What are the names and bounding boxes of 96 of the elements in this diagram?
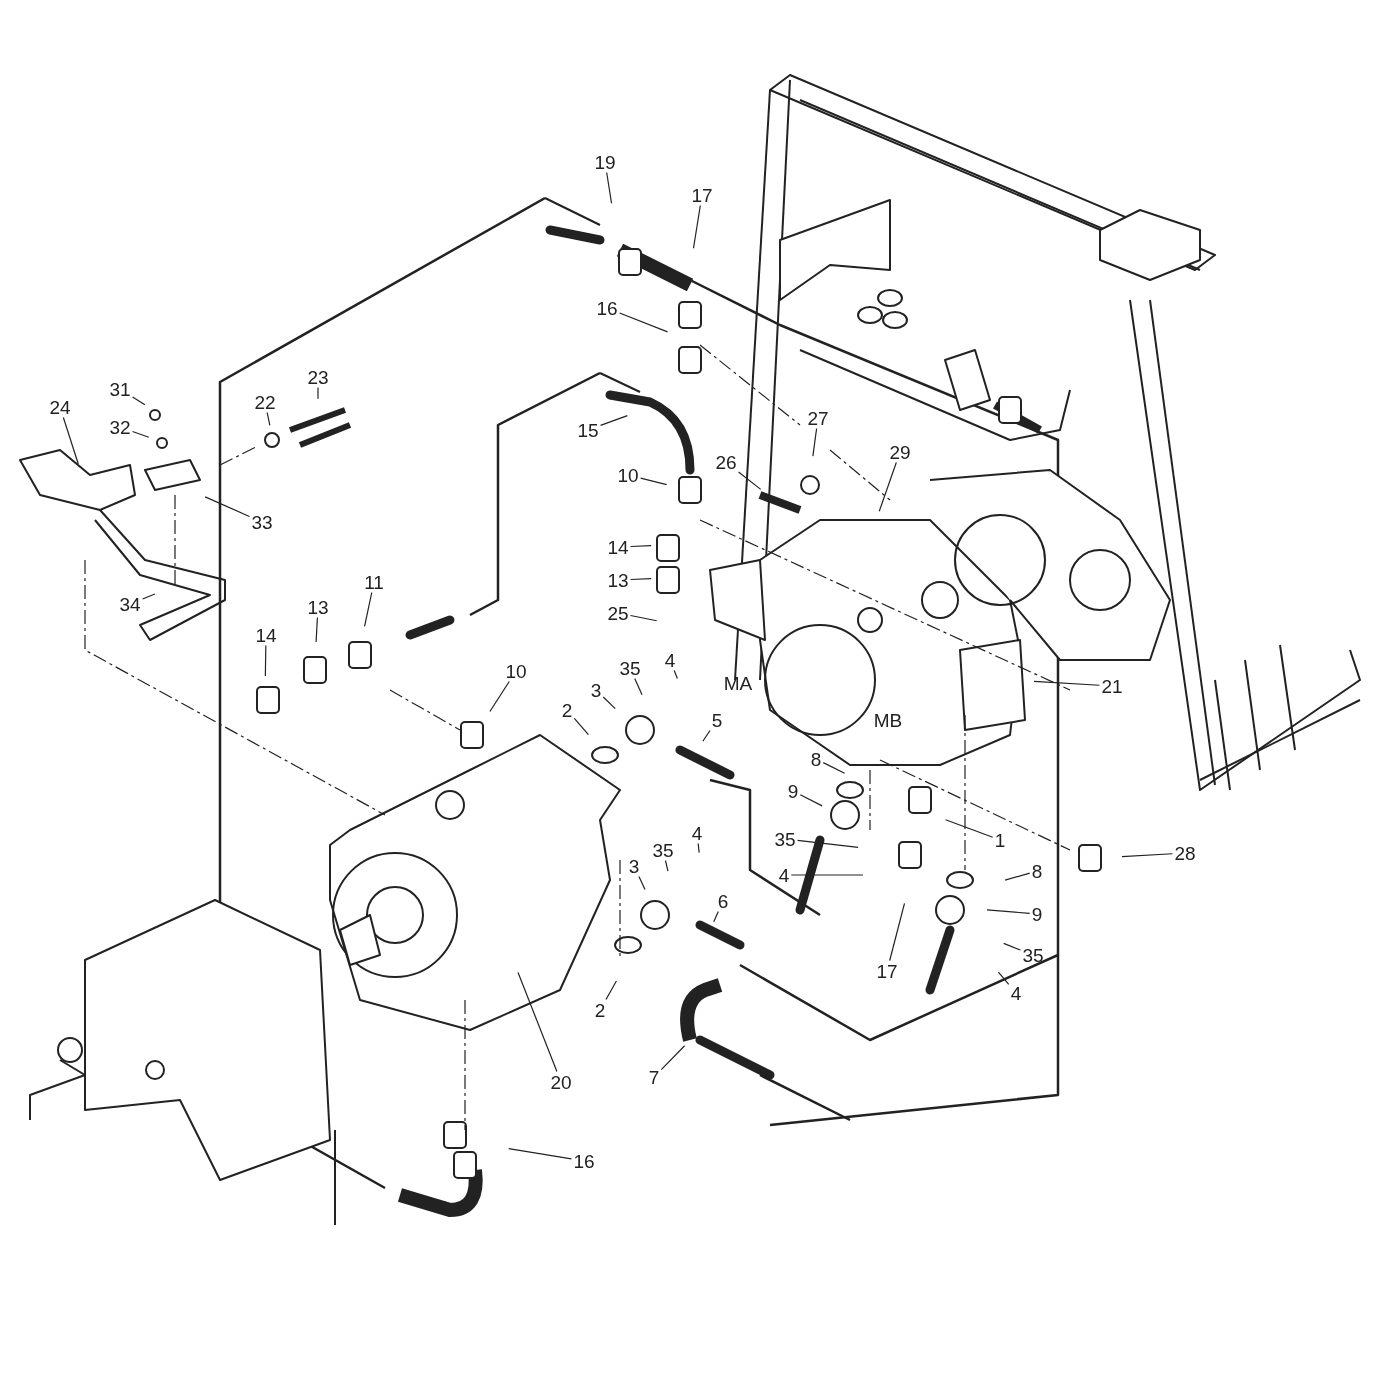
leader-line	[1004, 872, 1031, 881]
leader-line	[1121, 853, 1174, 858]
leader-line	[315, 616, 319, 643]
callout-number: 35	[1020, 944, 1046, 966]
callout-number: 13	[305, 596, 331, 618]
leader-line	[660, 1045, 686, 1071]
callout-number: 29	[887, 441, 913, 463]
leader-line	[713, 910, 719, 923]
leader-line	[822, 762, 846, 774]
leader-line	[266, 411, 271, 427]
callout-number: 4	[689, 822, 705, 844]
callout-number: 15	[575, 419, 601, 441]
callout-number: 4	[662, 649, 678, 671]
leader-line	[790, 874, 864, 876]
leader-line	[702, 729, 711, 742]
leader-line	[945, 819, 994, 838]
callout-number: 16	[594, 297, 620, 319]
callout-number: 9	[785, 780, 801, 802]
callout-number: 13	[605, 569, 631, 591]
leader-line	[878, 461, 897, 512]
callout-number: 10	[615, 464, 641, 486]
callout-number: 19	[592, 151, 618, 173]
leader-line	[489, 680, 510, 713]
leader-line	[131, 430, 150, 438]
callout-number: 20	[548, 1071, 574, 1093]
leader-line	[602, 696, 616, 710]
leader-line	[605, 980, 618, 1001]
callout-number: 35	[772, 828, 798, 850]
leader-line	[62, 416, 79, 465]
leader-line	[363, 591, 373, 628]
leader-line	[997, 971, 1010, 985]
callout-number: 27	[805, 407, 831, 429]
leader-line	[629, 614, 658, 622]
leader-line	[638, 875, 646, 891]
callout-number: 35	[650, 839, 676, 861]
callout-number: 24	[47, 396, 73, 418]
callout-number: 6	[715, 890, 731, 912]
leader-line	[737, 471, 762, 490]
callout-number: 32	[107, 416, 133, 438]
callout-number: 28	[1172, 842, 1198, 864]
leader-line	[618, 312, 669, 333]
callout-number: 21	[1099, 675, 1125, 697]
callout-number: 4	[1008, 982, 1024, 1004]
port-label: MB	[872, 709, 904, 731]
leader-line	[986, 909, 1031, 914]
leader-line	[692, 204, 701, 249]
callout-number: 3	[588, 679, 604, 701]
callout-number: 26	[713, 451, 739, 473]
callout-number: 5	[709, 709, 725, 731]
leader-line	[673, 669, 678, 680]
callout-number: 4	[776, 864, 792, 886]
leader-line	[131, 396, 146, 406]
callout-number: 14	[605, 536, 631, 558]
callout-number: 8	[1029, 860, 1045, 882]
port-label: MA	[722, 672, 754, 694]
leader-line	[799, 794, 823, 807]
callout-number: 35	[617, 657, 643, 679]
leader-line	[573, 717, 590, 736]
leader-line	[317, 386, 319, 400]
leader-line	[141, 593, 156, 600]
callout-number: 33	[249, 511, 275, 533]
leader-line	[634, 677, 643, 696]
leader-line	[606, 171, 613, 204]
leader-line	[697, 842, 700, 854]
leader-line	[796, 839, 859, 849]
leader-line	[812, 427, 818, 457]
callout-number: 34	[117, 593, 143, 615]
callout-number: 10	[503, 660, 529, 682]
callout-number: 31	[107, 378, 133, 400]
leader-line	[1033, 680, 1101, 686]
callout-number: 22	[252, 391, 278, 413]
leader-line	[599, 414, 628, 426]
callout-number: 2	[559, 699, 575, 721]
leader-line	[517, 971, 558, 1073]
leader-line	[664, 859, 669, 872]
callout-number: 1	[992, 829, 1008, 851]
callout-number: 14	[253, 624, 279, 646]
callout-number: 3	[626, 855, 642, 877]
callout-number: 2	[592, 999, 608, 1021]
leader-line	[1003, 942, 1022, 951]
callout-number: 16	[571, 1150, 597, 1172]
leader-line	[629, 545, 652, 548]
leader-line	[889, 902, 906, 962]
leader-line	[639, 477, 668, 486]
leader-line	[264, 644, 267, 677]
callout-number: 11	[362, 571, 386, 593]
callout-number: 7	[646, 1066, 662, 1088]
callout-number: 25	[605, 602, 631, 624]
callout-number: 9	[1029, 903, 1045, 925]
leader-line	[508, 1148, 573, 1160]
leader-line	[629, 578, 652, 581]
callout-number: 17	[689, 184, 715, 206]
callout-number: 8	[808, 748, 824, 770]
leader-line	[204, 496, 251, 518]
callout-number: 23	[305, 366, 331, 388]
callout-number: 17	[874, 960, 900, 982]
